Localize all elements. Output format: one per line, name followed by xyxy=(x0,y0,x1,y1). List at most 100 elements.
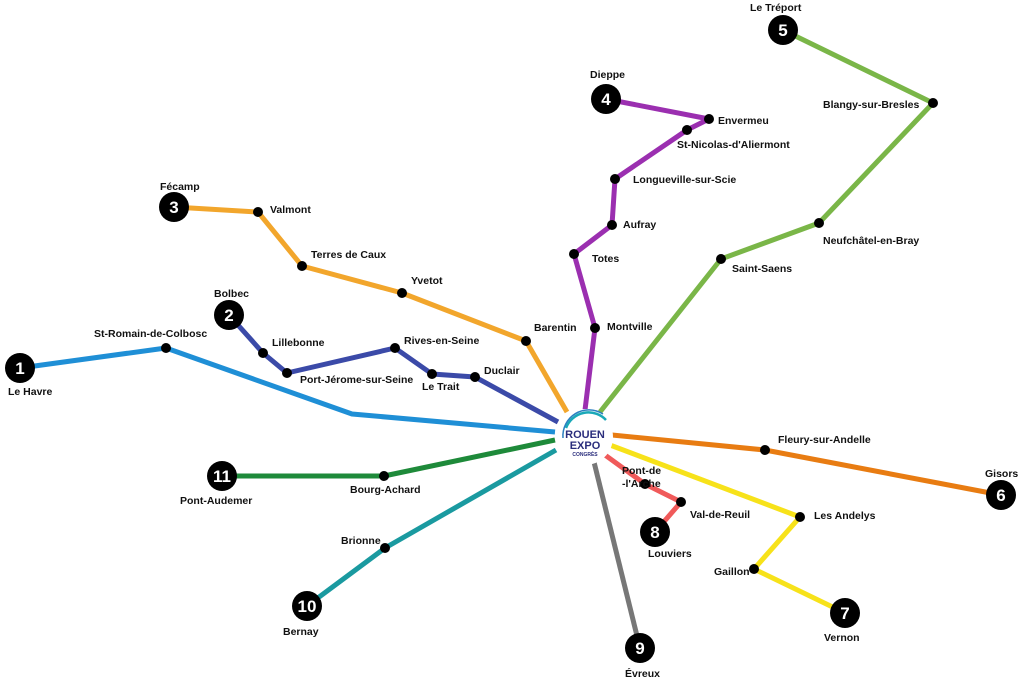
terminus-4[interactable]: 4 xyxy=(591,84,621,114)
station-dot[interactable] xyxy=(682,125,692,135)
terminus-2[interactable]: 2 xyxy=(214,300,244,330)
line-number: 11 xyxy=(213,467,231,486)
station-dot[interactable] xyxy=(795,512,805,522)
station-dot[interactable] xyxy=(607,220,617,230)
station-dot[interactable] xyxy=(253,207,263,217)
terminus-9[interactable]: 9 xyxy=(625,633,655,663)
station-dot[interactable] xyxy=(716,254,726,264)
station-label: Vernon xyxy=(824,632,860,644)
station-dot[interactable] xyxy=(427,369,437,379)
station-label: Gaillon xyxy=(714,566,750,578)
station-label: Pont-de-l'Arche xyxy=(622,465,661,490)
station-dot[interactable] xyxy=(749,564,759,574)
line-number: 2 xyxy=(224,306,233,325)
logo-line1: ROUEN xyxy=(565,429,605,441)
station-dot[interactable] xyxy=(640,479,650,489)
route-line-3 xyxy=(173,204,570,414)
station-label: Lillebonne xyxy=(272,337,325,349)
station-dot[interactable] xyxy=(161,343,171,353)
terminus-8[interactable]: 8 xyxy=(640,517,670,547)
terminus-marker xyxy=(159,192,189,222)
station-label: Terres de Caux xyxy=(311,249,386,261)
station-label: Bolbec xyxy=(214,288,249,300)
terminus-marker xyxy=(640,517,670,547)
station-dot[interactable] xyxy=(390,343,400,353)
logo-line3: CONGRÈS xyxy=(572,450,598,458)
logo-line2: EXPO xyxy=(570,440,601,452)
terminus-marker xyxy=(5,353,35,383)
station-dot[interactable] xyxy=(704,114,714,124)
station-label: Les Andelys xyxy=(814,510,876,522)
route-line-9 xyxy=(591,461,643,649)
station-dot[interactable] xyxy=(258,348,268,358)
line-number: 8 xyxy=(650,523,659,542)
station-label: Port-Jérome-sur-Seine xyxy=(300,374,413,386)
station-label: St-Romain-de-Colbosc xyxy=(94,328,207,340)
terminus-1[interactable]: 1 xyxy=(5,353,35,383)
terminus-11[interactable]: 11 xyxy=(207,461,237,491)
line-number: 10 xyxy=(298,597,317,616)
station-label: Le Tréport xyxy=(750,2,802,14)
terminus-marker xyxy=(768,15,798,45)
line-number: 3 xyxy=(169,198,178,217)
route-line-10 xyxy=(305,447,558,609)
station-dot[interactable] xyxy=(569,249,579,259)
station-label: Barentin xyxy=(534,322,577,334)
station-label: Blangy-sur-Bresles xyxy=(823,99,919,111)
station-label: Yvetot xyxy=(411,275,443,287)
station-label: Duclair xyxy=(484,365,520,377)
station-label: Le Trait xyxy=(422,381,460,393)
station-label: Bourg-Achard xyxy=(350,484,421,496)
route-line-8 xyxy=(603,452,684,534)
stops: 1 2 3 4 5 6 7 8 9 10 11 xyxy=(5,15,1016,663)
station-dot[interactable] xyxy=(470,372,480,382)
terminus-marker xyxy=(625,633,655,663)
station-dot[interactable] xyxy=(397,288,407,298)
station-label: Saint-Saens xyxy=(732,263,792,275)
station-label: Rives-en-Seine xyxy=(404,335,479,347)
station-label: Val-de-Reuil xyxy=(690,509,750,521)
station-label: Montville xyxy=(607,321,653,333)
line-number: 6 xyxy=(996,486,1005,505)
station-dot[interactable] xyxy=(676,497,686,507)
station-dot[interactable] xyxy=(521,336,531,346)
station-dot[interactable] xyxy=(297,261,307,271)
terminus-marker xyxy=(214,300,244,330)
line-number: 4 xyxy=(601,90,611,109)
station-dot[interactable] xyxy=(379,471,389,481)
terminus-3[interactable]: 3 xyxy=(159,192,189,222)
line-number: 7 xyxy=(840,604,849,623)
station-label: Bernay xyxy=(283,626,319,638)
station-label: Totes xyxy=(592,253,619,265)
route-line-1 xyxy=(19,345,556,435)
route-line-7 xyxy=(609,442,847,616)
terminus-10[interactable]: 10 xyxy=(292,591,322,621)
station-label: St-Nicolas-d'Aliermont xyxy=(677,139,790,151)
station-label: Brionne xyxy=(341,535,381,547)
terminus-marker xyxy=(830,598,860,628)
station-dot[interactable] xyxy=(928,98,938,108)
terminus-marker xyxy=(207,461,237,491)
route-line-11 xyxy=(222,437,556,479)
station-dot[interactable] xyxy=(760,445,770,455)
station-dot[interactable] xyxy=(814,218,824,228)
station-label: Fleury-sur-Andelle xyxy=(778,434,871,446)
station-label: Fécamp xyxy=(160,181,200,193)
station-label: Louviers xyxy=(648,548,692,560)
terminus-7[interactable]: 7 xyxy=(830,598,860,628)
station-dot[interactable] xyxy=(282,368,292,378)
station-label: Évreux xyxy=(625,667,660,680)
terminus-5[interactable]: 5 xyxy=(768,15,798,45)
station-dot[interactable] xyxy=(610,174,620,184)
station-label: Neufchâtel-en-Bray xyxy=(823,235,919,247)
station-dot[interactable] xyxy=(380,543,390,553)
line-number: 1 xyxy=(15,359,24,378)
line-number: 9 xyxy=(635,639,644,658)
station-label: Gisors xyxy=(985,468,1018,480)
rouen-expo-logo: ROUEN EXPO CONGRÈS xyxy=(557,409,613,465)
terminus-marker xyxy=(986,480,1016,510)
station-label: Le Havre xyxy=(8,386,53,398)
station-dot[interactable] xyxy=(590,323,600,333)
terminus-6[interactable]: 6 xyxy=(986,480,1016,510)
